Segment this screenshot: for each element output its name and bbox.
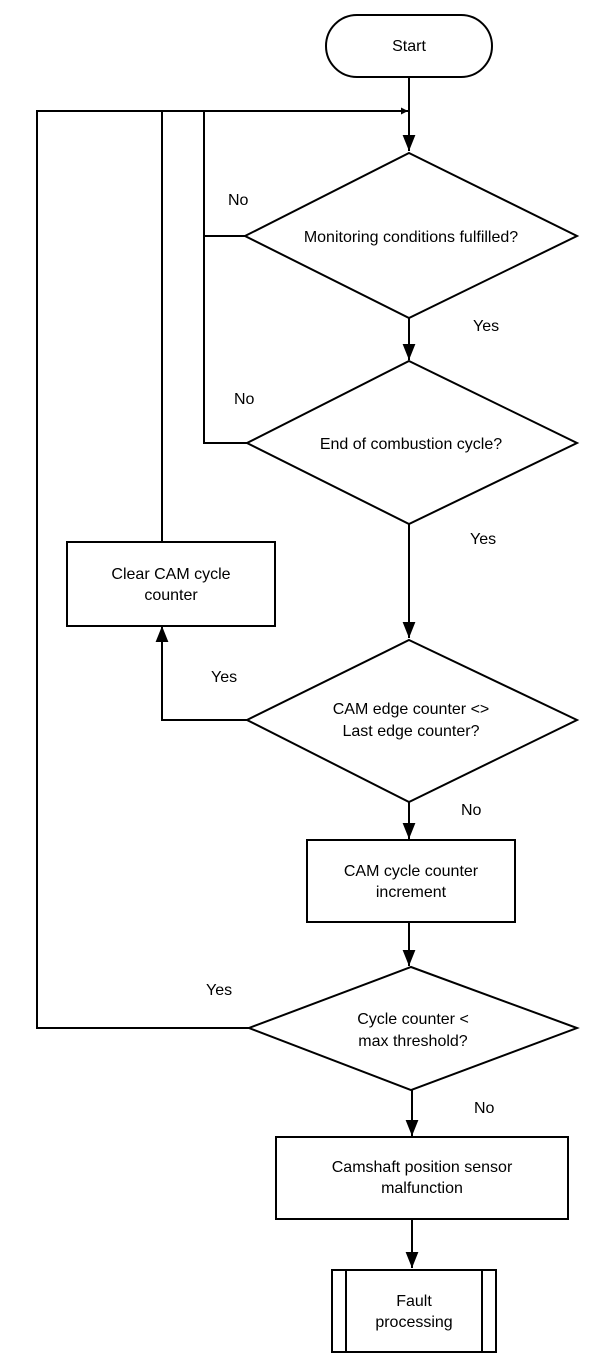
process-malfunction-line1: Camshaft position sensor [332,1159,513,1176]
label-end-no: No [234,391,255,408]
decision-threshold [246,965,580,1092]
start-terminator [325,14,493,78]
label-threshold-yes: Yes [206,982,232,999]
decision-threshold-line1: Cycle counter < [357,1011,469,1028]
process-increment [306,839,516,923]
edge-threshold-yes [36,107,408,1029]
process-malfunction [275,1136,569,1220]
decision-monitoring [242,151,580,320]
decision-threshold-line2: max threshold? [358,1033,467,1050]
label-monitor-no: No [228,192,249,209]
label-edge-no: No [461,802,482,819]
label-monitor-yes: Yes [473,318,499,335]
process-malfunction-line2: malfunction [381,1180,463,1197]
edge-edge-yes [155,626,247,721]
start-label: Start [392,38,426,55]
predefined-fault-processing [331,1269,497,1353]
edge-end-no [203,236,247,444]
edge-monitor-no [203,111,245,237]
label-end-yes: Yes [470,531,496,548]
decision-cam-edge [244,638,580,804]
decision-end-of-cycle [244,359,580,526]
predefined-fault-line1: Fault [396,1293,432,1310]
predefined-fault-line2: processing [375,1314,452,1331]
label-threshold-no: No [474,1100,495,1117]
decision-monitoring-label: Monitoring conditions fulfilled? [304,229,518,246]
process-increment-line2: increment [376,884,447,901]
decision-end-of-cycle-label: End of combustion cycle? [320,436,502,453]
decision-cam-edge-line1: CAM edge counter <> [333,701,490,718]
label-edge-yes: Yes [211,669,237,686]
process-clear-counter-line1: Clear CAM cycle [111,566,230,583]
process-increment-line1: CAM cycle counter [344,863,479,880]
process-clear-counter [66,541,276,627]
decision-cam-edge-line2: Last edge counter? [343,723,480,740]
process-clear-counter-line2: counter [144,587,198,604]
